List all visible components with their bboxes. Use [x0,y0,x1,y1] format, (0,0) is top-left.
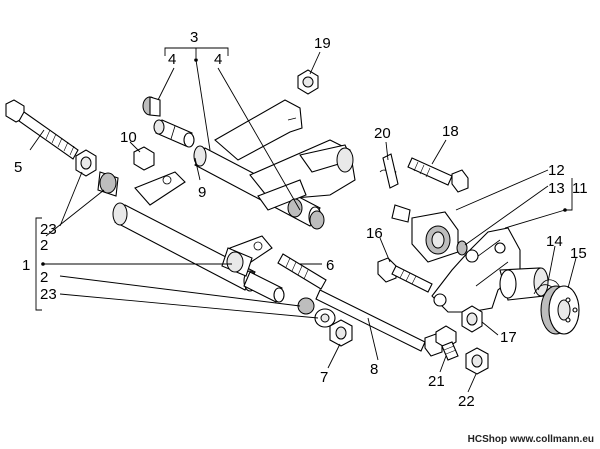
callout-20: 20 [374,125,391,142]
part-16-bolt [377,257,433,293]
callout-1: 1 [22,257,30,274]
part-10-nut [133,146,155,171]
swing-arm-left-plate [134,171,186,206]
callout-2-top: 2 [40,237,48,254]
middle-spacer [243,271,285,303]
part-2-bushing-left [97,171,119,197]
part-22-nut [465,347,489,375]
watermark: HCShop www.collmann.eu [468,434,594,445]
part-15-bearing [540,285,580,335]
callout-19: 19 [314,35,331,52]
callout-23-top: 23 [40,221,57,238]
callout-17: 17 [500,329,517,346]
watermark-shop: HCShop [467,434,508,445]
callout-14: 14 [546,233,563,250]
callout-22: 22 [458,393,475,410]
callout-4-right: 4 [214,51,222,68]
part-23-bushing-right [297,297,315,315]
part-23-nut-left [75,149,97,177]
silent-block [411,211,459,263]
silent-block-bushing [391,204,468,256]
link-bearing-left [142,96,161,117]
callout-18: 18 [442,123,459,140]
part-20-spring [379,153,399,189]
callout-labels: 3 4 4 19 5 10 9 20 18 12 13 11 23 2 1 2 … [14,29,588,410]
part-6-bolt [277,253,327,290]
part-21-screw [435,325,459,361]
part-17-nut [461,305,483,333]
callout-7: 7 [320,369,328,386]
watermark-url: www.collmann.eu [509,434,594,445]
callout-21: 21 [428,373,445,390]
callout-8: 8 [370,361,378,378]
callout-15: 15 [570,245,587,262]
callout-16: 16 [366,225,383,242]
callout-13: 13 [548,180,565,197]
part-7-nut [329,319,353,347]
callout-10: 10 [120,129,137,146]
upper-link-bracket [193,99,356,228]
middle-bushing [221,247,253,277]
part-5-bolt [5,99,79,160]
callout-23-bottom: 23 [40,286,57,303]
link-spacer [153,119,195,148]
callout-3: 3 [190,29,198,46]
leader-lines [29,47,577,393]
callout-4-left: 4 [168,51,176,68]
callout-11: 11 [572,180,588,197]
part-18-bolt [407,157,469,193]
callout-5: 5 [14,159,22,176]
callout-2-bottom: 2 [40,269,48,286]
callout-12: 12 [548,162,565,179]
callout-9: 9 [198,184,206,201]
callout-6: 6 [326,257,334,274]
part-19-nut [297,69,319,95]
link-bearing-right [287,198,325,230]
